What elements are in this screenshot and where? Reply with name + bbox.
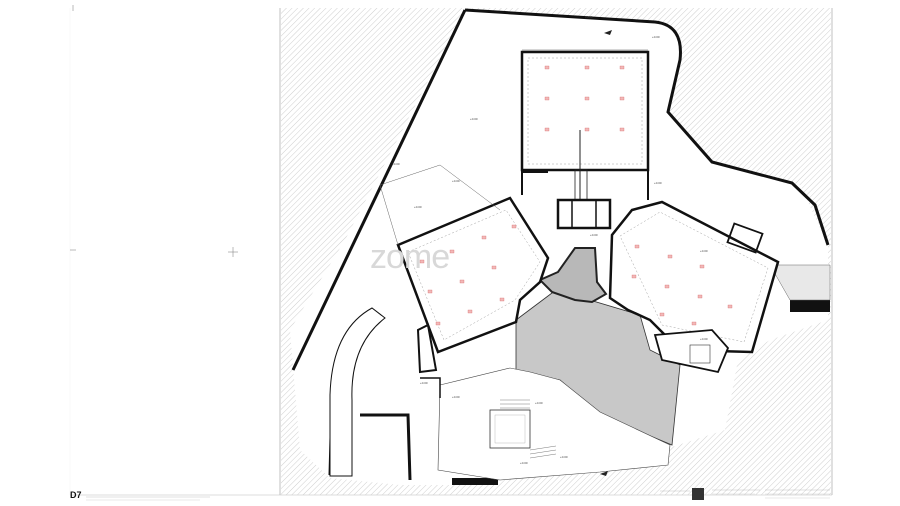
svg-text:+0.00: +0.00: [392, 162, 400, 166]
svg-text:+0.00: +0.00: [590, 233, 598, 237]
svg-text:+0.00: +0.00: [700, 337, 708, 341]
east-wing: [608, 200, 780, 374]
watermark: zome: [370, 238, 449, 276]
north-wing-tiles: [544, 65, 625, 132]
svg-text:+0.00: +0.00: [470, 117, 478, 121]
svg-text:+0.00: +0.00: [654, 181, 662, 185]
svg-text:+0.00: +0.00: [452, 395, 460, 399]
svg-text:+0.00: +0.00: [585, 15, 593, 19]
north-wing: [520, 49, 650, 230]
north-arrow-icon: [600, 30, 612, 476]
svg-text:+0.00: +0.00: [452, 179, 460, 183]
south-terraces: [420, 367, 671, 481]
svg-text:+0.00: +0.00: [700, 249, 708, 253]
svg-text:+0.00: +0.00: [652, 35, 660, 39]
svg-text:+0.00: +0.00: [414, 205, 422, 209]
ramp-wall: [329, 307, 386, 477]
crosshair-marks: [70, 5, 238, 257]
east-wing-tiles: [631, 244, 733, 326]
title-block: [86, 488, 830, 501]
west-wing-tiles: [419, 224, 517, 326]
entrance-slab: [452, 478, 498, 485]
svg-text:+0.00: +0.00: [420, 381, 428, 385]
east-edge: [769, 264, 831, 312]
svg-text:+0.00: +0.00: [520, 461, 528, 465]
svg-text:+0.00: +0.00: [535, 401, 543, 405]
logo: D7: [70, 490, 82, 500]
svg-text:+0.00: +0.00: [560, 455, 568, 459]
elevation-labels: +0.00 +0.00 +0.00 +0.00 +0.00 +0.00 +0.0…: [392, 15, 708, 465]
core-block: [538, 247, 608, 304]
west-wing: [379, 164, 550, 374]
